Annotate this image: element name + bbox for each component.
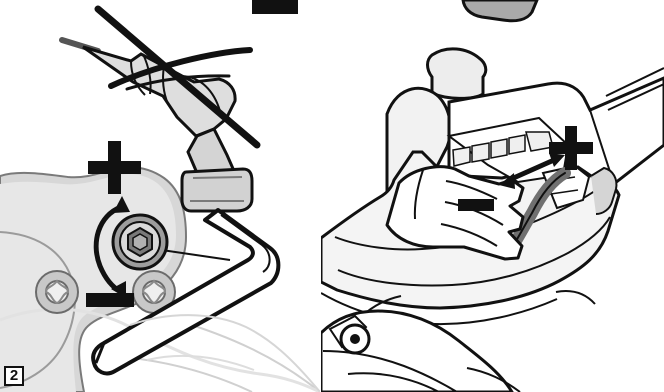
right-minus-symbol-icon bbox=[458, 199, 494, 211]
top-fragment-icon bbox=[463, 0, 537, 21]
adjustment-bolt-icon bbox=[113, 215, 167, 269]
left-screw-icon bbox=[36, 271, 78, 313]
right-panel-illustration bbox=[321, 0, 664, 392]
bottom-hub-icon bbox=[321, 311, 520, 392]
step-number-badge: 2 bbox=[4, 366, 24, 386]
left-panel-illustration bbox=[0, 0, 320, 392]
left-adjustment-panel: 2 bbox=[0, 0, 320, 392]
right-adjustment-panel bbox=[321, 0, 664, 392]
left-minus-symbol-icon bbox=[86, 293, 134, 307]
top-minus-symbol-icon bbox=[252, 0, 298, 14]
